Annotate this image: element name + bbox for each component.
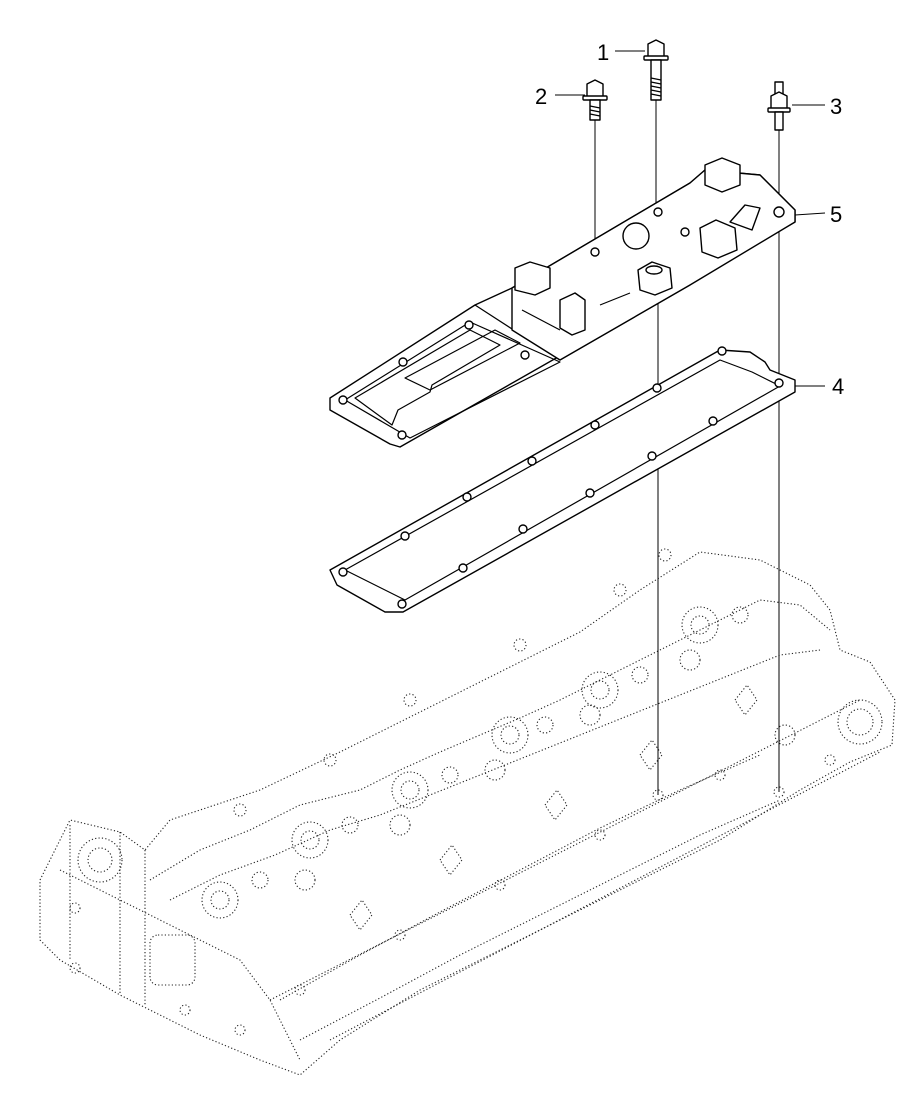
intake-gasket	[329, 346, 796, 613]
callout-4: 4	[832, 374, 844, 399]
callout-1: 1	[597, 40, 609, 65]
intake-cover	[329, 157, 796, 448]
gasket-bolt-holes	[338, 346, 784, 609]
cylinder-head	[39, 548, 896, 1076]
bolt-1	[643, 39, 669, 101]
bolt-2	[582, 79, 608, 121]
callout-5: 5	[830, 202, 842, 227]
stud-3	[767, 81, 791, 131]
leader-lines	[555, 50, 826, 387]
callout-2: 2	[535, 84, 547, 109]
callout-3: 3	[830, 94, 842, 119]
